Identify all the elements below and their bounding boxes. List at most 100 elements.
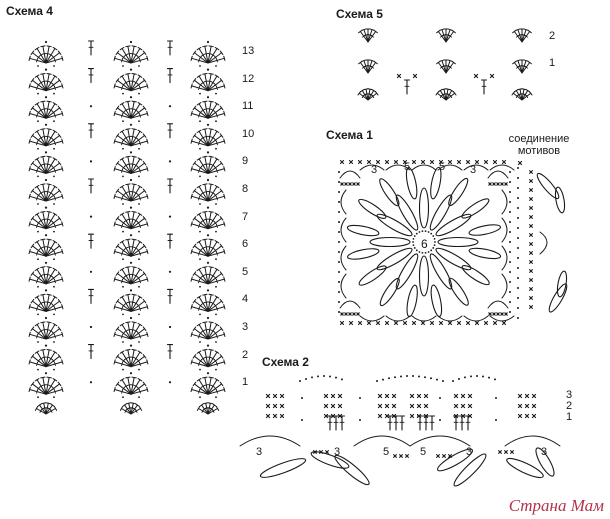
scheme-5-row-1: 1 <box>549 57 556 69</box>
scheme-4-fan <box>28 293 64 312</box>
scheme-5-base-fan <box>357 88 379 101</box>
scheme-4-row-number: 6 <box>242 238 249 251</box>
scheme-4-fan <box>190 348 226 368</box>
scheme-4-fan <box>113 155 149 174</box>
scheme-2-treble <box>464 415 472 431</box>
scheme-2-treble <box>422 415 430 431</box>
motif-connection-note: соединение мотивов <box>508 133 570 157</box>
scheme-2-row-3: 3 <box>566 389 573 401</box>
side-loop <box>359 315 385 322</box>
scheme-4-fan <box>28 321 64 340</box>
scheme-4-fan <box>28 183 64 202</box>
foundation-arch <box>504 435 561 447</box>
side-loop <box>539 231 548 255</box>
scheme-4-fan <box>190 376 226 395</box>
side-loop <box>411 315 437 322</box>
scheme-5-post <box>403 79 411 95</box>
scheme-4-fan <box>28 266 64 285</box>
corner-arc <box>487 300 509 309</box>
scheme-4-fan <box>113 348 149 368</box>
side-loop <box>340 217 347 243</box>
scheme-4-post <box>87 178 95 194</box>
scheme-5-fan-row2 <box>512 28 532 43</box>
scheme-2-treble <box>332 415 340 431</box>
scheme-4-fan <box>113 293 149 312</box>
scheme-4-row-number: 8 <box>242 183 249 195</box>
side-loop <box>340 273 347 299</box>
scheme-2-label-6: 3 <box>541 446 548 458</box>
scheme-5-fan-row2 <box>358 28 378 43</box>
scheme-2-treble <box>458 415 466 431</box>
scheme-4-fan <box>190 155 226 174</box>
scheme-4-row-number: 4 <box>242 293 249 306</box>
scheme-4-post <box>166 288 174 304</box>
scheme-1-label-d: 3 <box>470 164 477 176</box>
foundation-arch <box>353 435 411 447</box>
scheme-4-fan <box>28 155 64 174</box>
scheme-2-treble <box>416 415 424 431</box>
side-loop <box>385 164 411 171</box>
scheme-2-treble <box>338 415 346 431</box>
side-loop <box>411 164 437 171</box>
foundation-arch <box>239 435 301 447</box>
side-loop <box>340 245 347 271</box>
scheme-4-fan <box>113 183 149 202</box>
side-loop <box>501 245 508 271</box>
scheme-4-fan <box>113 238 149 257</box>
scheme-2-row-1: 1 <box>566 411 573 423</box>
scheme-4-post <box>87 288 95 304</box>
scheme-4-fan <box>113 72 149 92</box>
scheme-4-base-fan <box>119 402 143 415</box>
scheme-2-label-3: 5 <box>383 446 390 458</box>
scheme-4-post <box>166 40 174 56</box>
scheme-2-title: Схема 2 <box>262 355 309 369</box>
scheme-4-fan <box>28 238 64 257</box>
scheme-4-row-number: 5 <box>242 265 249 278</box>
scheme-5-chart <box>357 28 533 101</box>
scheme-4-post <box>87 40 95 56</box>
scheme-4-post <box>166 123 174 139</box>
scheme-4-post <box>166 178 174 194</box>
scheme-4-fan <box>28 348 64 368</box>
scheme-4-post <box>166 233 174 249</box>
scheme-4-fan <box>28 100 64 119</box>
side-loop <box>463 164 489 171</box>
scheme-1-title: Схема 1 <box>326 128 373 142</box>
scheme-2-row-2: 2 <box>566 400 573 412</box>
scheme-1-label-b: 5 <box>404 161 411 173</box>
scheme-4-fan <box>190 128 226 147</box>
scheme-4-row-number: 12 <box>242 72 255 85</box>
scheme-4-fan <box>190 321 226 340</box>
scheme-2-label-4: 5 <box>420 446 427 458</box>
scheme-4-fan <box>28 210 64 230</box>
scheme-4-row-number: 1 <box>242 376 249 389</box>
scheme-2-treble <box>452 415 460 431</box>
scheme-4-fan <box>190 45 226 64</box>
scheme-4-fan <box>190 238 226 257</box>
corner-arc <box>487 170 509 179</box>
scheme-4-post <box>87 233 95 249</box>
scheme-2-treble <box>392 415 400 431</box>
scheme-2-label-1: 3 <box>256 446 263 458</box>
scheme-4-fan <box>113 128 149 147</box>
scheme-4-fan <box>113 100 149 119</box>
corner-arc <box>339 300 361 309</box>
scheme-5-post <box>480 79 488 95</box>
scheme-4-row-number: 3 <box>242 321 249 333</box>
scheme-4-fan <box>28 45 64 64</box>
scheme-4-row-number: 2 <box>242 348 249 361</box>
scheme-4-post <box>87 123 95 139</box>
scheme-5-fan-row1 <box>436 59 456 74</box>
scheme-5-base-fan <box>435 88 457 101</box>
scheme-4-fan <box>28 376 64 395</box>
side-loop <box>501 189 508 215</box>
scheme-4-fan <box>190 100 226 119</box>
side-loop <box>489 315 515 322</box>
scheme-2-treble <box>386 415 394 431</box>
watermark-logo: Страна Мам <box>508 496 604 515</box>
scheme-4-row-number: 11 <box>242 100 254 113</box>
scheme-5-title: Схема 5 <box>336 7 383 21</box>
scheme-1-label-c: 5 <box>439 161 446 173</box>
scheme-4-base-fan <box>34 402 58 415</box>
scheme-2-treble <box>326 415 334 431</box>
